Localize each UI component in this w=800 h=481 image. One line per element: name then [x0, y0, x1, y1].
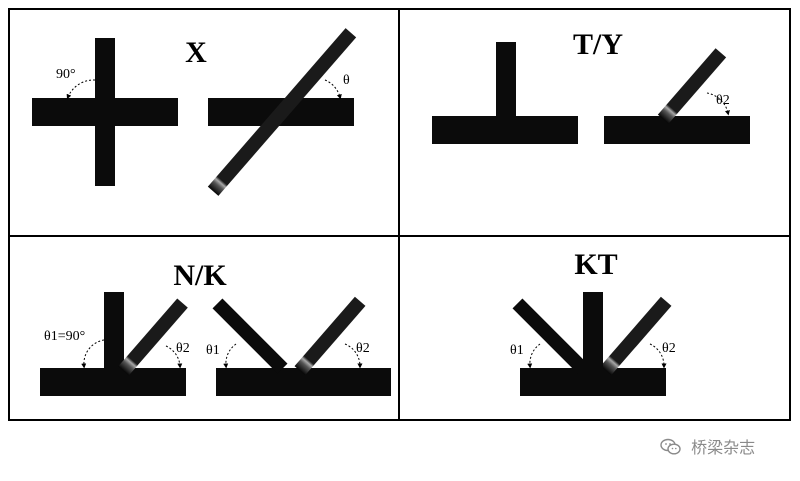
panel-ty: T/Y θ2 [432, 28, 750, 144]
brace-tube [496, 42, 516, 118]
angle-arc [324, 79, 342, 100]
angle-arc [527, 343, 541, 369]
angle-arc [649, 343, 667, 369]
watermark: 桥梁杂志 [660, 434, 755, 460]
brace-tube-vertical [104, 292, 124, 370]
chord-tube [432, 116, 578, 144]
panel-grid [8, 8, 791, 421]
angle-label-theta2: θ2 [356, 341, 370, 356]
chord-tube [604, 116, 750, 144]
brace-tube-left [512, 298, 588, 374]
panel-kt: KT θ1 θ2 [510, 248, 676, 396]
angle-arc [223, 343, 237, 369]
chord-tube [520, 368, 666, 396]
y-joint: θ2 [604, 48, 750, 144]
watermark-text: 桥梁杂志 [691, 438, 756, 457]
angle-label-90: 90° [56, 67, 76, 82]
angle-label-theta1: θ1 [206, 343, 220, 358]
panel-nk-title: N/K [173, 259, 227, 292]
kt-joint: θ1 θ2 [510, 292, 676, 396]
brace-tube [207, 28, 357, 196]
panel-x: X 90° θ [32, 28, 357, 196]
brace-tube-angled [118, 298, 188, 376]
brace-tube-vertical [583, 292, 603, 370]
chord-tube [40, 368, 186, 396]
panel-ty-title: T/Y [573, 28, 623, 61]
angle-arc [66, 79, 96, 100]
panel-nk: N/K θ1=90° θ2 θ1 θ2 [40, 259, 391, 396]
angle-label-theta2: θ2 [662, 341, 676, 356]
angle-label-theta1: θ1 [510, 343, 524, 358]
panel-kt-title: KT [574, 248, 617, 281]
panel-x-title: X [185, 36, 207, 69]
angle-label-theta2: θ2 [716, 93, 730, 108]
x-joint-angled: θ [207, 28, 357, 196]
brace-tube [657, 48, 727, 124]
n-joint: θ1=90° θ2 [40, 292, 190, 396]
angle-arc [81, 339, 105, 369]
angle-label-theta: θ [343, 73, 350, 88]
brace-tube-left [212, 298, 288, 374]
brace-tube-right [294, 296, 366, 376]
k-joint: θ1 θ2 [206, 296, 391, 396]
angle-arc [706, 92, 730, 116]
brace-tube-right [600, 296, 672, 376]
angle-label-theta2: θ2 [176, 341, 190, 356]
brace-tube [95, 38, 115, 186]
t-joint [432, 42, 578, 144]
x-joint-perpendicular: 90° [32, 38, 178, 186]
angle-arc [165, 345, 183, 369]
wechat-icon [660, 438, 682, 460]
angle-label-theta1-90: θ1=90° [44, 329, 85, 344]
